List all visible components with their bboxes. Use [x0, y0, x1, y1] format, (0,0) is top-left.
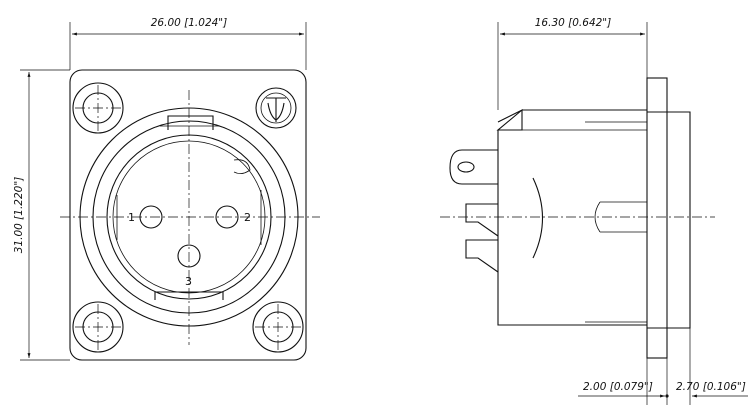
housing-outline	[497, 130, 647, 326]
flange-step	[647, 111, 691, 329]
front-view: 1 2 3 26.00 [1.024"]	[13, 17, 320, 361]
offset-dim-label: 2.70 [0.106"]	[676, 381, 746, 393]
rear-terminals	[465, 203, 499, 273]
flange-dimension: 2.00 [0.079"] 2.70 [0.106"]	[578, 328, 748, 405]
height-dim-label: 31.00 [1.220"]	[13, 177, 25, 253]
solder-tab	[449, 149, 498, 185]
width-dimension: 26.00 [1.024"]	[69, 17, 307, 70]
flange-dim-label: 2.00 [0.079"]	[583, 381, 653, 393]
depth-dim-label: 16.30 [0.642"]	[535, 17, 611, 29]
pin-3-label: 3	[185, 275, 192, 288]
flange-outline	[69, 69, 307, 361]
width-dim-label: 26.00 [1.024"]	[151, 17, 227, 29]
housing-top-latch	[496, 108, 647, 131]
latch-arc	[532, 177, 544, 259]
pin-1-label: 1	[128, 211, 135, 224]
pin-2-label: 2	[244, 211, 251, 224]
depth-dimension: 16.30 [0.642"]	[497, 17, 648, 110]
side-view: 16.30 [0.642"] 2.00 [0.079"] 2.70 [0.106…	[440, 17, 748, 405]
inner-contact	[594, 201, 647, 233]
height-dimension: 31.00 [1.220"]	[13, 69, 70, 361]
latch-logo-icon	[255, 87, 297, 129]
front-centerlines	[60, 85, 320, 350]
pin-2: 2	[215, 205, 251, 229]
side-flange	[646, 77, 668, 359]
